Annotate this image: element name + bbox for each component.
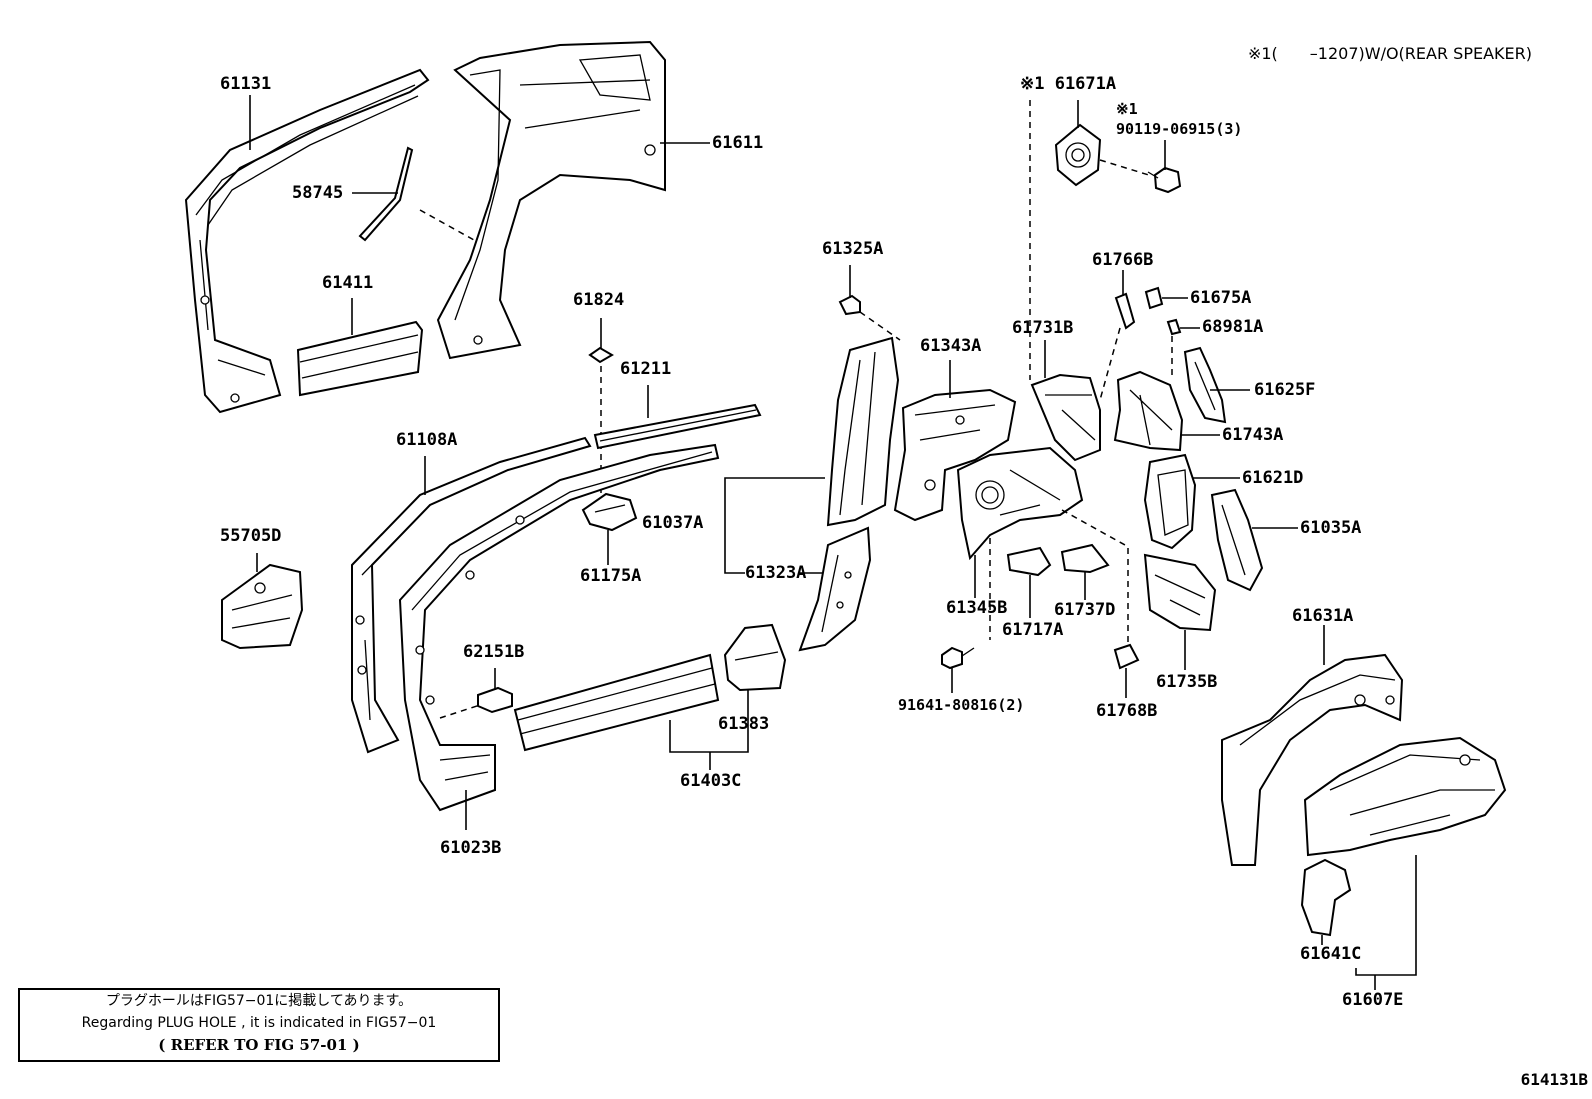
label-61743A[interactable]: 61743A [1222,425,1284,445]
label-61768B[interactable]: 61768B [1096,701,1158,721]
label-61383[interactable]: 61383 [718,714,770,734]
part-61675A[interactable] [1144,286,1164,310]
part-61323A[interactable] [798,526,872,652]
plug-hole-note: プラグホールはFIG57−01に掲載してあります。 Regarding PLUG… [18,988,500,1062]
part-61735B[interactable] [1143,553,1217,632]
dash-62151B [439,704,481,719]
dash-61766B [1099,327,1121,401]
part-61108A[interactable] [351,436,592,754]
part-61211[interactable] [593,403,762,450]
part-68981A[interactable] [1166,318,1182,336]
part-91641-80816[interactable] [941,646,975,670]
label-61641C[interactable]: 61641C [1300,944,1362,964]
part-61641C[interactable] [1300,858,1352,937]
label-61737D[interactable]: 61737D [1054,600,1116,620]
dash-61345B [1061,509,1126,546]
label-61211[interactable]: 61211 [620,359,672,379]
label-61607E[interactable]: 61607E [1342,990,1404,1010]
dash-61325A [859,311,901,341]
part-55705D[interactable] [221,563,304,650]
label-61035A[interactable]: 61035A [1300,518,1362,538]
part-61175A[interactable] [581,492,638,532]
leader-61403C [669,690,749,753]
part-61345B[interactable] [956,446,1084,561]
label-90119-06915[interactable]: 90119-06915(3) [1116,120,1243,138]
label-61824[interactable]: 61824 [573,290,625,310]
label-61735B[interactable]: 61735B [1156,672,1218,692]
label-61343A[interactable]: 61343A [920,336,982,356]
part-58745[interactable] [358,146,414,242]
note-line-en: Regarding PLUG HOLE , it is indicated in… [81,1015,437,1031]
leader-61607E [1355,855,1417,976]
label-55705D[interactable]: 55705D [220,526,282,546]
label-61325A[interactable]: 61325A [822,239,884,259]
label-61037A[interactable]: 61037A [642,513,704,533]
part-61621D[interactable] [1143,453,1197,550]
figure-id: 614131B [1520,1070,1588,1089]
refer-to-fig-link[interactable]: ( REFER TO FIG 57-01 ) [158,1036,360,1054]
label-62151B[interactable]: 62151B [463,642,525,662]
label-61131[interactable]: 61131 [220,74,272,94]
part-61023B[interactable] [398,443,720,812]
part-90119-06915[interactable] [1147,166,1182,194]
note-line-jp: プラグホールはFIG57−01に掲載してあります。 [105,993,413,1009]
dash-90119 [1099,159,1153,177]
part-61343A[interactable] [893,388,1017,522]
part-61325A[interactable] [838,294,861,316]
part-61625F[interactable] [1183,346,1227,424]
part-61035A[interactable] [1210,488,1264,592]
part-61611[interactable] [436,40,666,360]
part-61671A[interactable] [1054,123,1102,187]
part-61411[interactable] [296,320,424,397]
part-61717A[interactable] [1006,546,1052,577]
label-61621D[interactable]: 61621D [1242,468,1304,488]
label-61023B[interactable]: 61023B [440,838,502,858]
part-61737D[interactable] [1060,543,1110,574]
part-62151B[interactable] [477,686,513,714]
label-61671A[interactable]: ※1 61671A [1020,74,1117,94]
label-61625F[interactable]: 61625F [1254,380,1316,400]
label-61766B[interactable]: 61766B [1092,250,1154,270]
part-61607E[interactable] [1303,736,1507,857]
leader-61037A-61323A [724,477,825,574]
part-61731B[interactable] [1030,373,1101,462]
label-61631A[interactable]: 61631A [1292,606,1354,626]
part-61131[interactable] [184,68,430,414]
part-61037A[interactable] [826,336,900,527]
label-61175A[interactable]: 61175A [580,566,642,586]
part-61824[interactable] [588,346,614,364]
label-61611[interactable]: 61611 [712,133,764,153]
label-61731B[interactable]: 61731B [1012,318,1074,338]
part-61768B[interactable] [1113,643,1140,670]
label-61403C[interactable]: 61403C [680,771,742,791]
label-61323A[interactable]: 61323A [745,563,807,583]
part-61631A[interactable] [1221,653,1404,866]
label-61345B[interactable]: 61345B [946,598,1008,618]
note-rear-speaker: ※1( –1207)W/O(REAR SPEAKER) [1247,44,1532,63]
label-61411[interactable]: 61411 [322,273,374,293]
label-61108A[interactable]: 61108A [396,430,458,450]
label-61675A[interactable]: 61675A [1190,288,1252,308]
label-91641-80816[interactable]: 91641-80816(2) [898,696,1025,714]
part-61403C[interactable] [513,653,720,752]
label-footnote-mark: ※1 [1116,100,1138,118]
part-61743A[interactable] [1113,370,1184,452]
label-61717A[interactable]: 61717A [1002,620,1064,640]
label-68981A[interactable]: 68981A [1202,317,1264,337]
label-58745[interactable]: 58745 [292,183,344,203]
part-61383[interactable] [723,623,787,692]
part-61766B[interactable] [1114,292,1136,330]
